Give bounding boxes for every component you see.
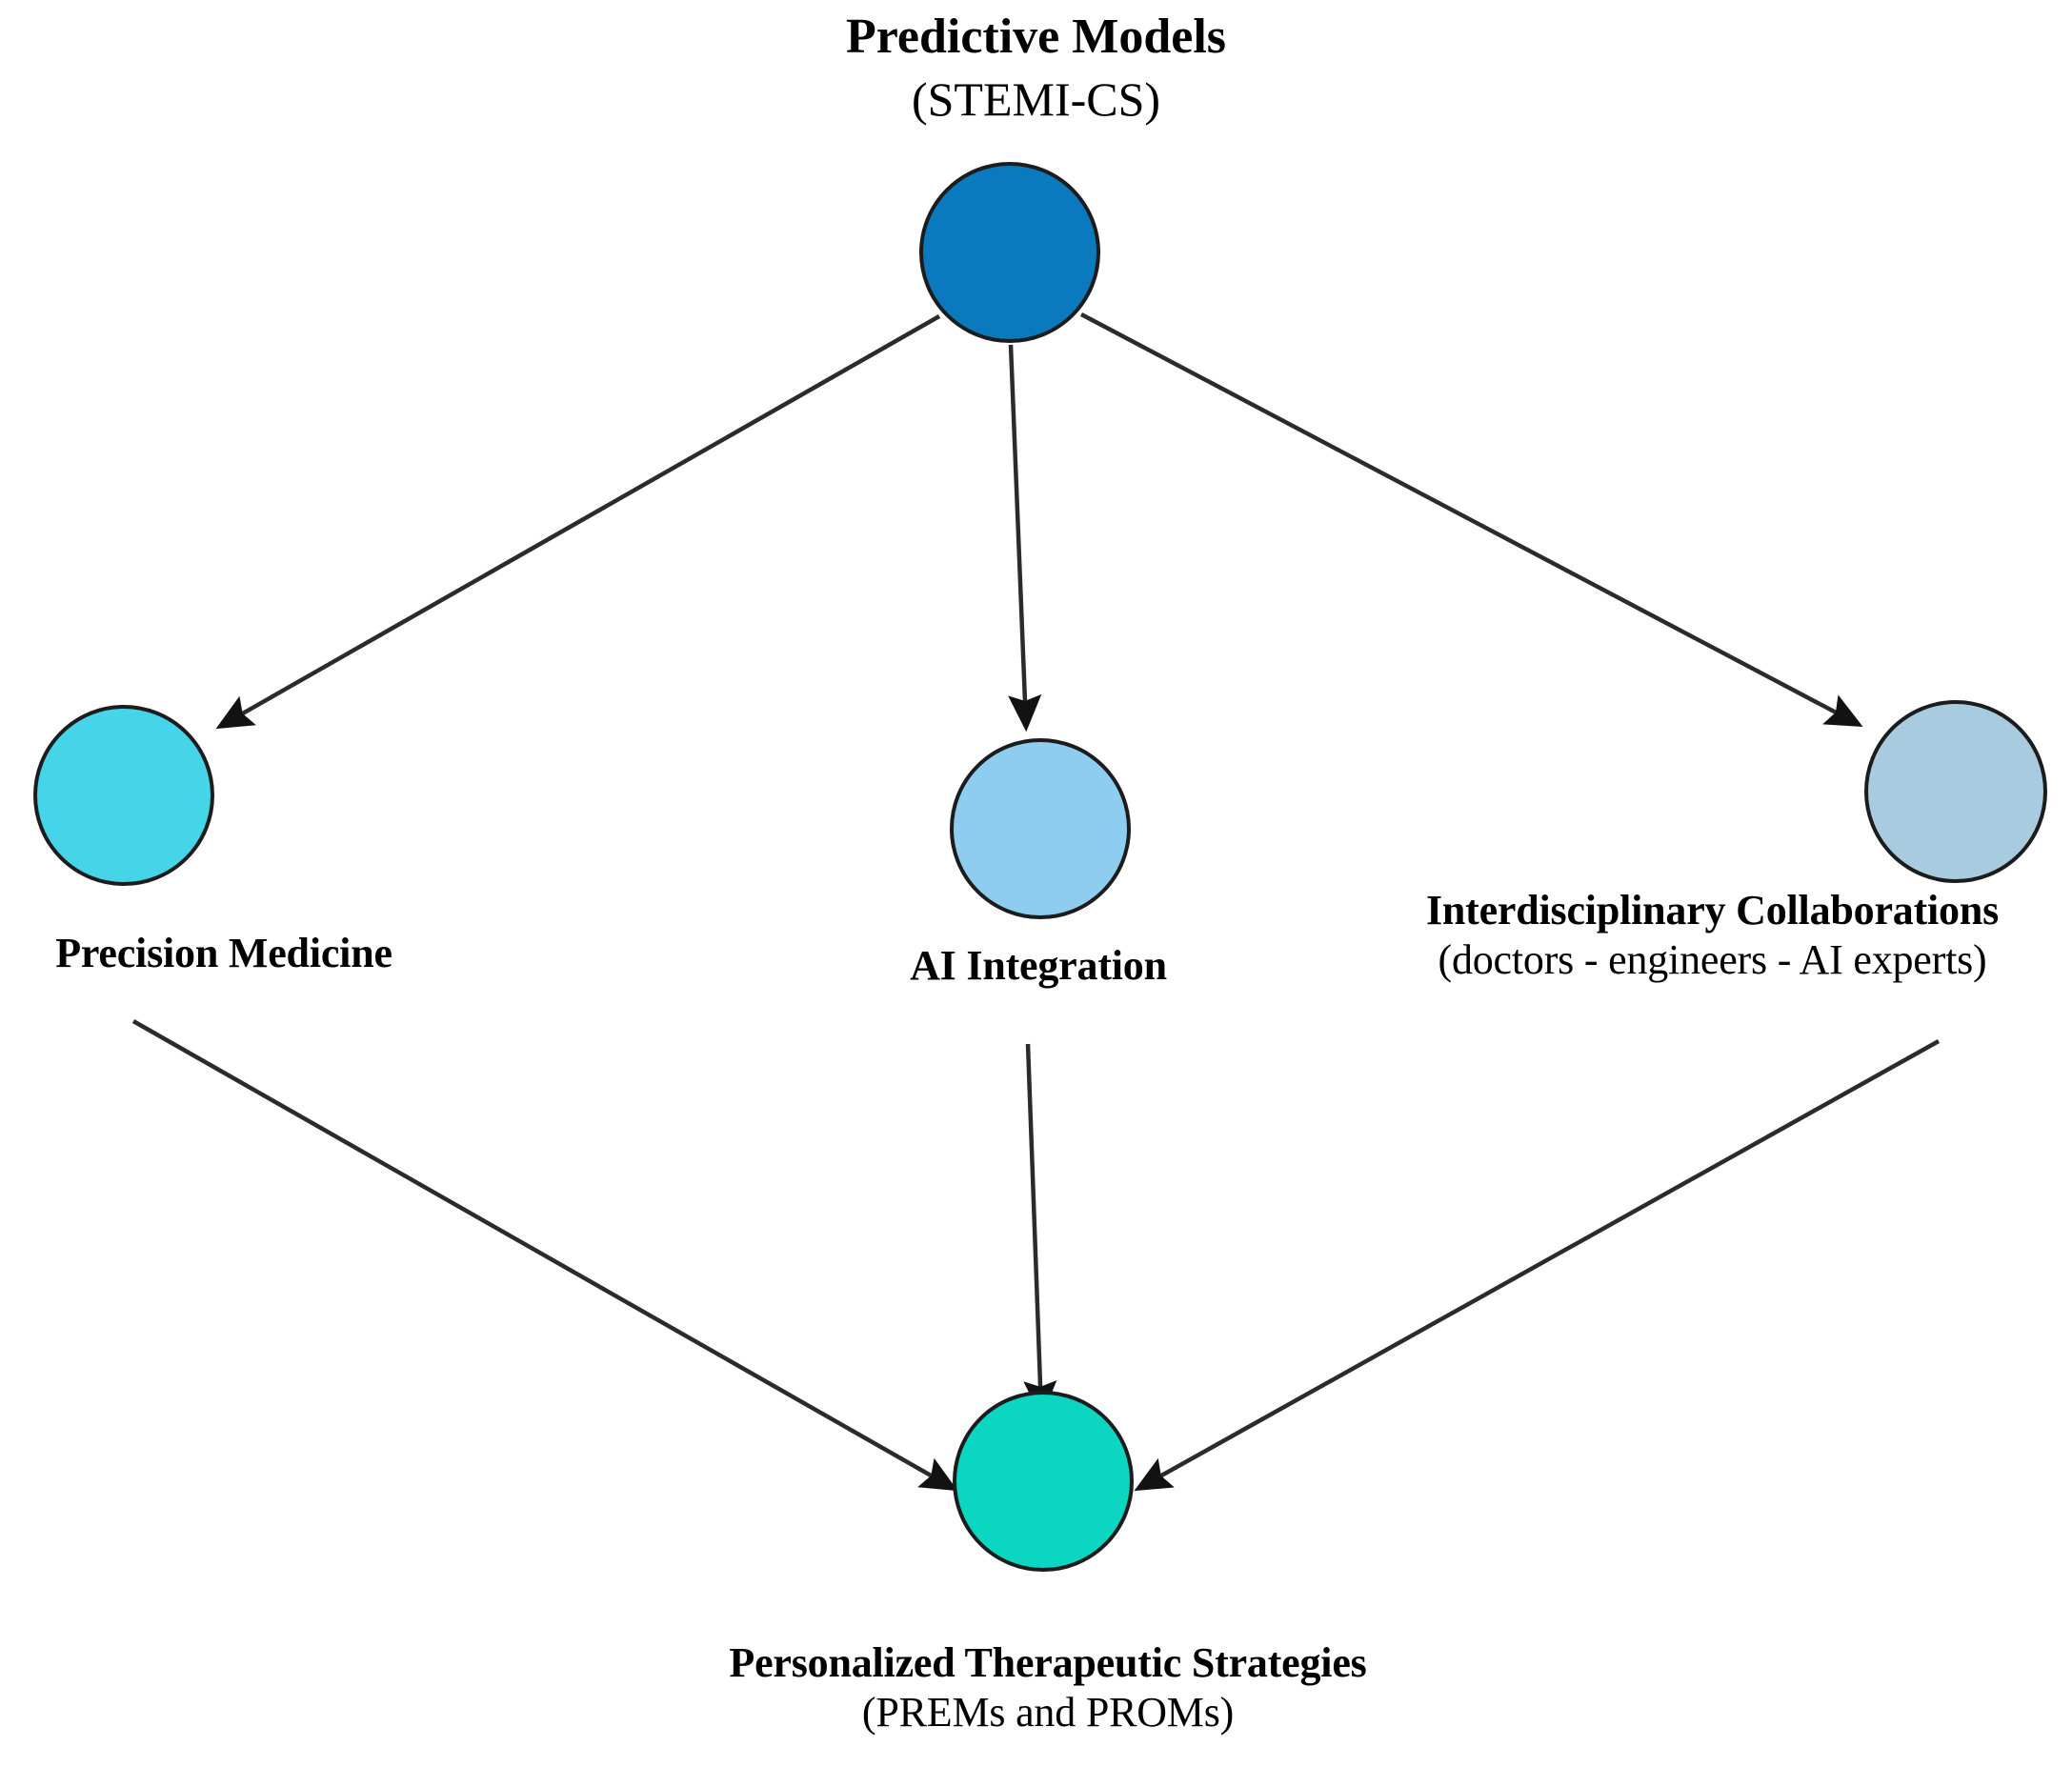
node-label-ai-integration: AI Integration [857,941,1219,991]
edge-predictive-to-interdisciplinary [1079,312,1863,727]
diagram-title-subtitle: (STEMI-CS) [911,72,1161,127]
node-ai-integration[interactable] [950,738,1131,919]
node-label-personalized-therapeutic-strategies: Personalized Therapeutic Strategies (PRE… [533,1638,1562,1737]
edge-predictive-to-precision [215,314,941,730]
edge-precision-to-personalized [131,1019,958,1492]
node-label-ai-integration-title: AI Integration [910,942,1167,989]
edge-interdisciplinary-to-personalized [1134,1039,1941,1492]
node-label-precision-medicine: Precision Medicine [0,929,448,978]
edge-ai-to-personalized [1023,1043,1057,1418]
node-interdisciplinary-collaborations[interactable] [1864,700,2047,883]
diagram-title-main: Predictive Models [845,10,1227,64]
edge-predictive-to-ai [1008,344,1042,733]
node-personalized-therapeutic-strategies[interactable] [953,1391,1134,1572]
diagram-title: Predictive Models (STEMI-CS) [0,8,2072,128]
node-label-interdisciplinary-subtitle: (doctors - engineers - AI experts) [1438,935,1987,983]
node-precision-medicine[interactable] [33,705,214,886]
node-label-interdisciplinary-title: Interdisciplinary Collaborations [1425,887,2000,934]
node-predictive-models[interactable] [919,162,1100,343]
node-label-personalized-subtitle: (PREMs and PROMs) [861,1688,1235,1736]
node-label-interdisciplinary-collaborations: Interdisciplinary Collaborations (doctor… [1353,886,2072,985]
node-label-personalized-title: Personalized Therapeutic Strategies [729,1639,1367,1686]
node-label-precision-medicine-title: Precision Medicine [55,930,392,976]
